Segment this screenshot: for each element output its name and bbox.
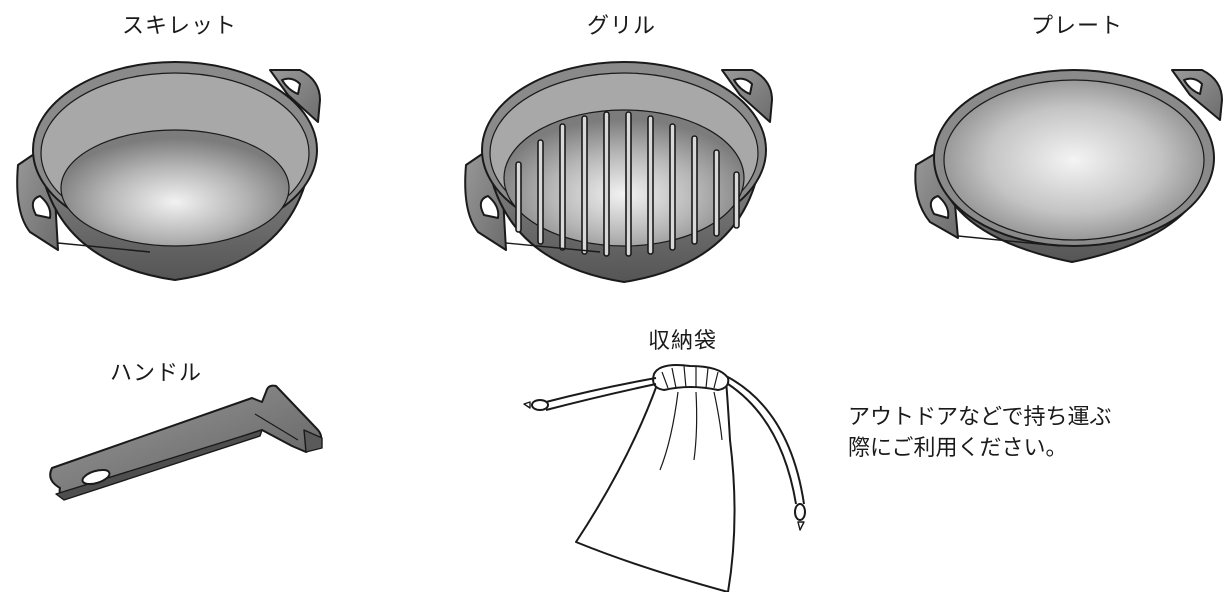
plate-label: プレート: [1031, 14, 1124, 39]
handle-label: ハンドル: [110, 361, 203, 386]
bag-label: 収納袋: [648, 329, 718, 354]
skillet-pan-icon: [16, 61, 321, 281]
detachable-handle-icon: [49, 384, 323, 501]
skillet-label: スキレット: [122, 14, 238, 39]
plate-pan-icon: [914, 69, 1223, 263]
grill-pan-icon: [464, 61, 773, 283]
grill-label: グリル: [587, 14, 657, 39]
grill-ridges: [515, 111, 740, 257]
drawstring-bag-icon: [523, 364, 806, 592]
bag-usage-note: アウトドアなどで持ち運ぶ 際にご利用ください。: [848, 405, 1112, 461]
